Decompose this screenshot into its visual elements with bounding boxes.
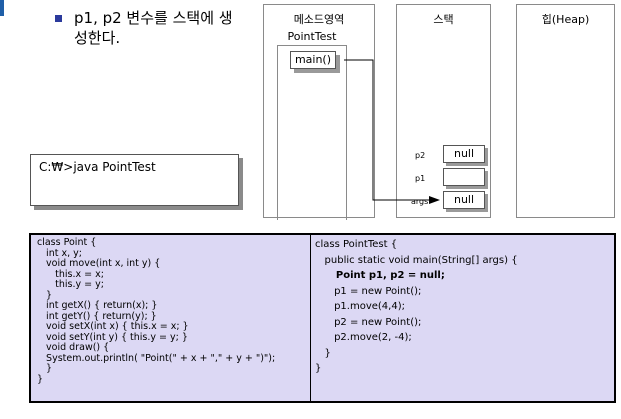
stack-panel: 스택 p2 null p1 args null: [396, 4, 491, 218]
code-line: void setX(int x) { this.x = x; }: [37, 321, 189, 332]
console-command: C:₩>java PointTest: [39, 160, 156, 174]
stack-var-p2: null: [443, 145, 485, 163]
code-line: class PointTest {: [315, 239, 398, 250]
stack-title: 스택: [433, 13, 454, 26]
code-line: public static void main(String[] args) {: [315, 254, 518, 266]
accent-bar: [0, 0, 4, 16]
class-box: main(): [277, 45, 347, 220]
code-line: int getX() { return(x); }: [37, 300, 158, 311]
method-area-title: 메소드영역: [293, 13, 345, 26]
code-line: void move(int x, int y) {: [37, 258, 161, 269]
console-window: C:₩>java PointTest: [30, 154, 239, 206]
code-line: p1.move(4,4);: [315, 301, 405, 312]
stack-var-label-p1: p1: [415, 174, 426, 183]
code-line: }: [315, 363, 322, 374]
slide-text: p1, p2 변수를 스택에 생성한다.: [74, 9, 233, 47]
reference-arrow-head: [429, 196, 440, 204]
stack-var-label-args: args: [411, 197, 429, 206]
code-line: }: [37, 373, 44, 385]
code-line: int getY() { return(y); }: [37, 310, 157, 322]
code-divider: [310, 235, 311, 401]
code-line: this.y = y;: [37, 279, 104, 290]
class-label: PointTest: [287, 30, 337, 43]
code-line: int x, y;: [37, 247, 82, 259]
code-area: class Point { int x, y; void move(int x,…: [29, 233, 616, 403]
code-line: p1 = new Point();: [315, 285, 422, 297]
code-line: this.x = x;: [37, 268, 104, 280]
code-line: }: [37, 289, 53, 301]
method-box: main(): [290, 51, 336, 69]
code-line: void draw() {: [37, 342, 110, 353]
code-line: Point p1, p2 = null;: [315, 270, 445, 281]
method-area-panel: 메소드영역 PointTest main(): [263, 4, 375, 220]
code-line: }: [37, 363, 53, 374]
heap-title: 힙(Heap): [541, 13, 590, 26]
stack-var-label-p2: p2: [415, 151, 426, 160]
stack-var-args: null: [443, 191, 485, 209]
code-line: class Point {: [37, 237, 97, 248]
code-line: p2 = new Point();: [315, 316, 422, 328]
code-line: System.out.println( "Point(" + x + "," +…: [37, 352, 276, 364]
reference-arrow-line: [344, 59, 430, 201]
code-line: }: [315, 347, 331, 359]
heap-panel: 힙(Heap): [516, 4, 615, 218]
stack-var-p1: [443, 168, 485, 186]
code-line: p2.move(2, -4);: [315, 332, 412, 343]
code-line: void setY(int y) { this.y = y; }: [37, 331, 188, 343]
bullet-marker: [55, 15, 62, 22]
